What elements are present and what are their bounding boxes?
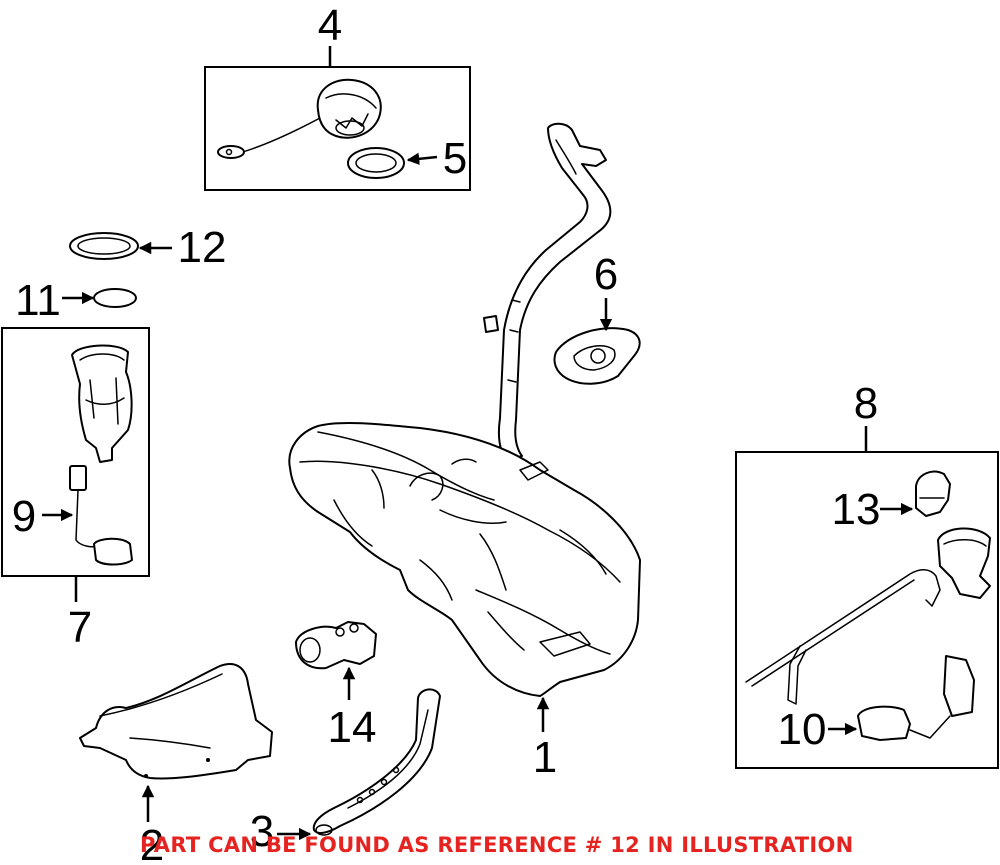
filler-pocket-seal-part[interactable] <box>553 327 641 385</box>
callout-14: 14 <box>328 703 377 752</box>
leader-5 <box>406 152 438 166</box>
fuel-tank-part[interactable] <box>288 122 641 697</box>
sending-unit-seal-part[interactable] <box>69 232 139 260</box>
fuel-cap-part[interactable] <box>217 78 382 159</box>
callout-10: 10 <box>778 705 827 754</box>
callout-7: 7 <box>68 603 92 652</box>
callout-8: 8 <box>854 379 878 428</box>
callout-4: 4 <box>318 1 342 50</box>
heat-shield-part[interactable] <box>79 663 273 780</box>
callout-12: 12 <box>178 223 227 272</box>
vent-valve-part[interactable] <box>295 621 377 670</box>
o-ring-part[interactable] <box>93 288 137 308</box>
reference-note: PART CAN BE FOUND AS REFERENCE # 12 IN I… <box>140 833 854 857</box>
callout-6: 6 <box>594 250 618 299</box>
callout-3: 3 <box>250 807 274 856</box>
fuel-pump-module-part[interactable] <box>69 344 133 566</box>
callout-11: 11 <box>15 276 61 325</box>
tank-strap-part[interactable] <box>312 688 441 836</box>
callout-9: 9 <box>12 492 36 541</box>
callout-1: 1 <box>533 733 557 782</box>
group-box-4 <box>204 66 471 191</box>
callout-2: 2 <box>140 821 164 865</box>
fuel-level-sender-part[interactable] <box>745 470 991 741</box>
callout-13: 13 <box>832 485 881 534</box>
cap-gasket-part[interactable] <box>347 147 405 179</box>
callout-5: 5 <box>443 134 467 183</box>
